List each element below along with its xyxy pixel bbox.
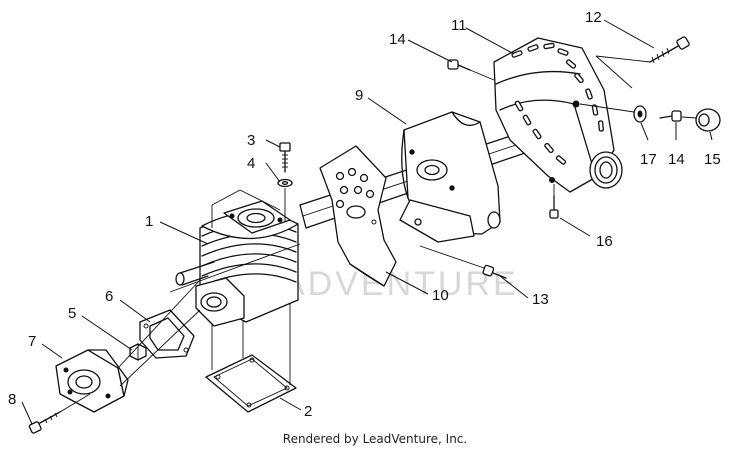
heat-shield-part	[319, 145, 397, 287]
part-label: 7	[28, 333, 36, 350]
long-bolt-part	[595, 36, 690, 89]
nut-part	[129, 343, 147, 361]
part-label: 16	[596, 233, 613, 250]
cover-screw-part	[447, 59, 495, 81]
part-label: 11	[451, 17, 467, 34]
washer-part	[277, 178, 293, 222]
cylinder-part	[169, 189, 301, 327]
part-label: 6	[105, 288, 113, 305]
muffler-part	[399, 111, 501, 243]
part-label: 12	[585, 9, 602, 26]
shield-screw-part	[419, 245, 507, 279]
insulator-part	[55, 279, 201, 413]
part-label: 9	[355, 87, 363, 104]
part-label: 17	[640, 151, 657, 168]
watermark-text: ADVENTURE	[282, 265, 519, 303]
part-label: 10	[432, 287, 449, 304]
part-number-labels: 1 2 3 4 5 6 7 8 9 10 11 12 13 14 14 15 1…	[8, 9, 721, 420]
part-label: 5	[68, 305, 76, 322]
part-label: 4	[247, 155, 255, 172]
side-screw-part	[659, 110, 682, 122]
screw-part	[28, 393, 91, 434]
part-label: 14	[668, 151, 685, 168]
cap-nut-part	[681, 108, 721, 132]
part-label: 14	[389, 31, 406, 48]
part-label: 1	[145, 213, 153, 230]
part-label: 8	[8, 391, 16, 408]
cylinder-bolt-part	[279, 142, 291, 173]
muffler-cover-part	[493, 37, 623, 193]
part-label: 15	[704, 151, 721, 168]
spacer-washer-part	[579, 103, 647, 123]
part-label: 2	[304, 403, 312, 420]
muffler-bolt-part	[549, 184, 559, 219]
part-label: 13	[532, 291, 549, 308]
footer-credit: Rendered by LeadVenture, Inc.	[282, 432, 468, 446]
part-label: 3	[247, 132, 255, 149]
leader-lines	[21, 19, 713, 425]
intake-gasket-part	[139, 309, 195, 359]
